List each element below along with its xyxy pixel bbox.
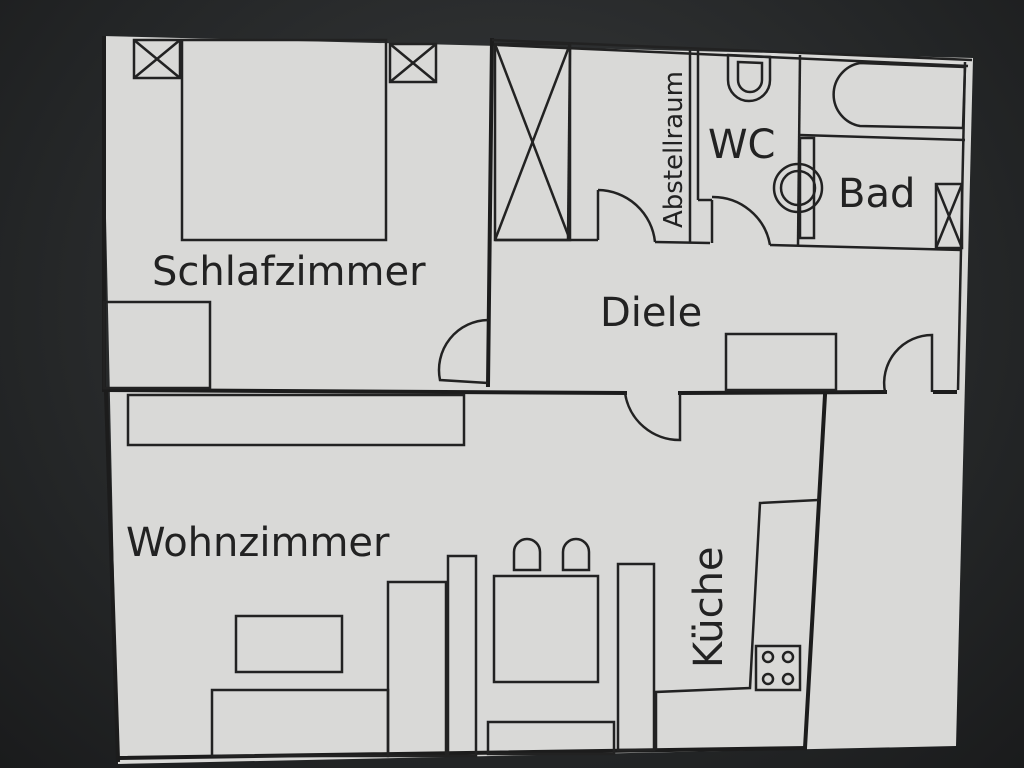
bathroom-fixtures <box>726 53 967 250</box>
room-label-wohnzimmer: Wohnzimmer <box>126 520 390 566</box>
hall-cabinet <box>724 332 838 392</box>
doors <box>437 188 934 442</box>
room-label-diele: Diele <box>600 290 702 336</box>
room-label-bad: Bad <box>838 171 915 217</box>
room-label-schlafzimmer: Schlafzimmer <box>152 249 426 295</box>
plan-background <box>102 36 973 764</box>
wardrobe <box>493 42 572 242</box>
bedroom-furniture <box>102 38 438 390</box>
room-label-kueche: Küche <box>686 546 732 668</box>
living-kitchen-furniture <box>126 393 819 758</box>
room-label-wc: WC <box>708 122 775 168</box>
room-label-abstellraum: Abstellraum <box>659 71 689 228</box>
